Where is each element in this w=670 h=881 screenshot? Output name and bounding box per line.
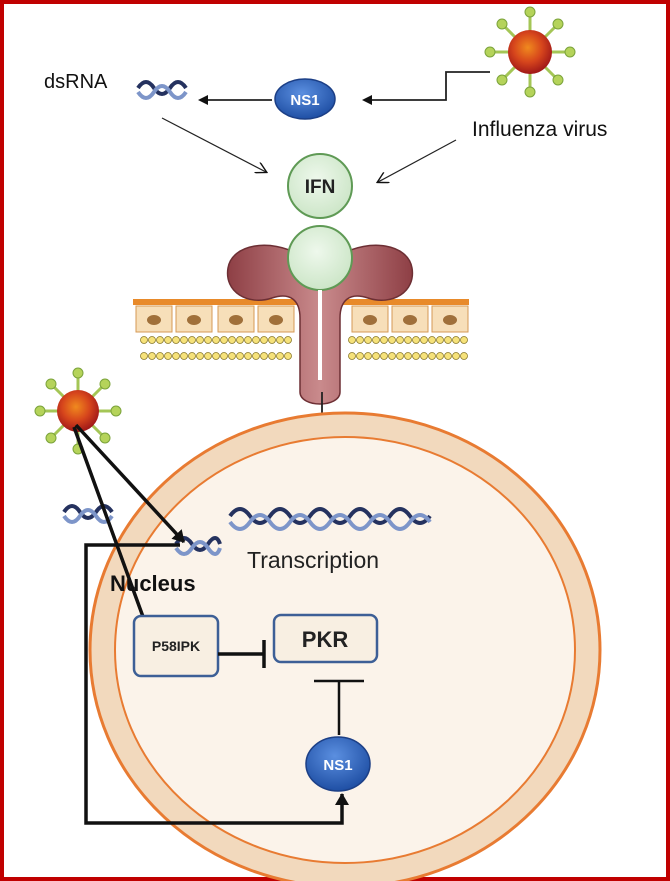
svg-text:NS1: NS1 (323, 757, 352, 774)
dsrna-icon (136, 80, 188, 100)
svg-text:P58IPK: P58IPK (152, 638, 200, 654)
receptor-icon (226, 225, 414, 405)
virus-icon-left (34, 367, 122, 455)
svg-text:NS1: NS1 (290, 92, 319, 109)
inhibit-ns1-pkr (314, 679, 364, 735)
arrow-loop-to-ns1 (84, 543, 349, 825)
nucleus-label: Nucleus (110, 571, 196, 596)
arrow-virus-to-ifn (378, 139, 457, 182)
inhibit-p58ipk-pkr (218, 640, 266, 668)
ifn-node: IFN (287, 153, 353, 219)
dsrna-label: dsRNA (44, 71, 108, 93)
ns1-node-bottom: NS1 (305, 736, 371, 792)
p58ipk-node: P58IPK (132, 614, 220, 678)
pkr-node: PKR (272, 613, 379, 664)
transcription-label: Transcription (247, 547, 379, 573)
influenza-label: Influenza virus (472, 118, 607, 141)
virus-icon (484, 6, 576, 98)
arrow-virus-to-ns1 (362, 71, 490, 105)
arrow-virus-to-dsrna (74, 423, 186, 544)
svg-text:IFN: IFN (305, 177, 336, 198)
ns1-node-top: NS1 (274, 78, 336, 120)
ifn-bound-circle (287, 225, 353, 291)
arrow-dsrna-to-ifn (161, 117, 266, 172)
dna-icon (228, 507, 432, 531)
svg-text:PKR: PKR (302, 627, 349, 652)
arrow-virus-to-p58ipk (72, 426, 153, 637)
